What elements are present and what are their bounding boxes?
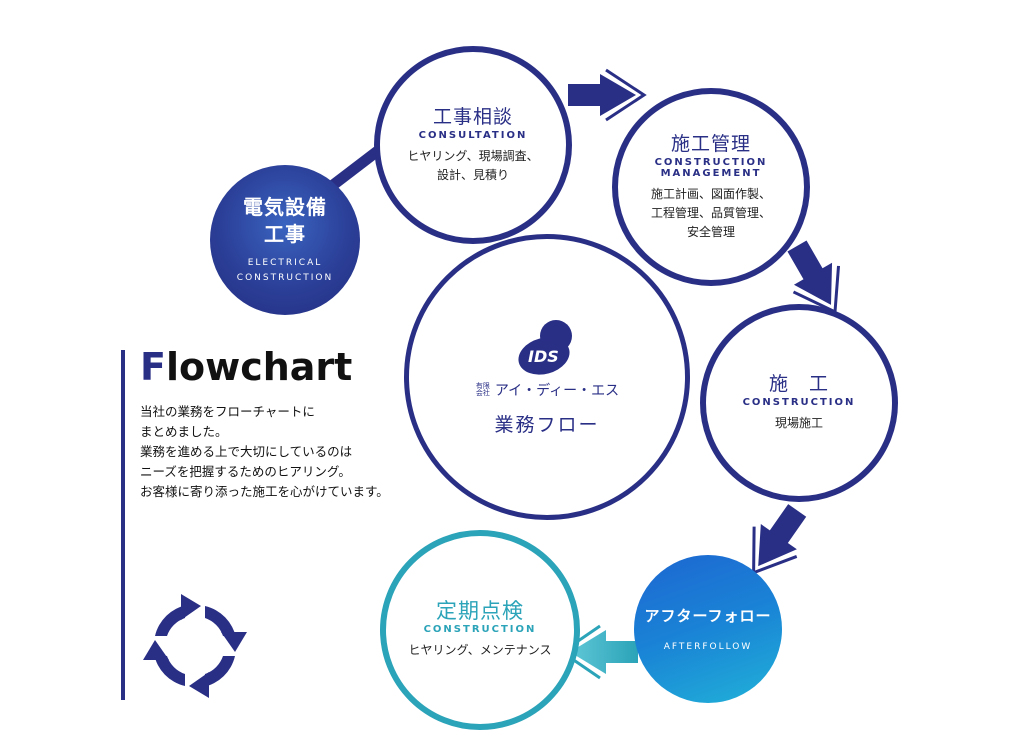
node-center: IDS 有限会社 アイ・ディー・エス 業務フロー [404, 234, 690, 520]
node-title: 施工管理 [670, 132, 751, 155]
title-rest: lowchart [165, 345, 353, 389]
intro-line: お客様に寄り添った施工を心がけています。 [140, 484, 389, 499]
node-subtitle: CONSTRUCTION [654, 156, 768, 168]
node-subtitle: AFTERFOLLOW [663, 642, 753, 652]
node-maintenance: 定期点検 CONSTRUCTION ヒヤリング、メンテナンス [380, 530, 580, 730]
node-title: 工事相談 [432, 105, 513, 128]
desc-line: 工程管理、品質管理、 [650, 205, 771, 220]
node-subtitle: ELECTRICAL [247, 258, 323, 268]
node-description: ヒヤリング、現場調査、 設計、見積り [407, 147, 538, 185]
node-title: 施 工 [768, 373, 829, 395]
intro-line: まとめました。 [140, 424, 228, 439]
cycle-icon [143, 594, 247, 698]
node-afterfollow: アフターフォロー AFTERFOLLOW [634, 555, 782, 703]
node-subtitle: CONSTRUCTION [742, 397, 856, 408]
node-title: アフターフォロー [644, 607, 772, 625]
node-title: 工事 [264, 222, 306, 246]
company-prefix: 有限会社 [475, 381, 490, 397]
desc-line: 施工計画、図面作製、 [650, 186, 771, 201]
node-construction: 施 工 CONSTRUCTION 現場施工 [700, 304, 898, 502]
node-description: 施工計画、図面作製、 工程管理、品質管理、 安全管理 [651, 185, 771, 242]
node-description: 現場施工 [774, 416, 823, 430]
node-title: 定期点検 [436, 599, 524, 623]
node-electrical: 電気設備 工事 ELECTRICAL CONSTRUCTION [210, 165, 360, 315]
intro-line: 業務を進める上で大切にしているのは [140, 444, 353, 459]
intro-line: 当社の業務をフローチャートに [140, 404, 315, 419]
node-consultation: 工事相談 CONSULTATION ヒヤリング、現場調査、 設計、見積り [374, 46, 572, 244]
node-subtitle: CONSULTATION [418, 129, 528, 141]
node-title: 電気設備 [243, 195, 327, 219]
intro-line: ニーズを把握するためのヒアリング。 [140, 464, 351, 479]
node-subtitle: CONSTRUCTION [236, 273, 334, 283]
intro-text: 当社の業務をフローチャートに まとめました。 業務を進める上で大切にしているのは… [140, 402, 440, 502]
company-name-text: アイ・ディー・エス [494, 382, 620, 399]
arrow-right-icon [568, 68, 647, 122]
company-name: 有限会社 アイ・ディー・エス [475, 380, 619, 400]
node-management: 施工管理 CONSTRUCTION MANAGEMENT 施工計画、図面作製、 … [612, 88, 810, 286]
title-initial: F [140, 345, 166, 389]
node-description: ヒヤリング、メンテナンス [408, 643, 552, 657]
company-logo: IDS 有限会社 アイ・ディー・エス [475, 318, 619, 400]
page-title: Flowchart [140, 345, 352, 389]
desc-line: 安全管理 [686, 224, 735, 239]
node-subtitle: MANAGEMENT [660, 167, 762, 179]
ids-logo-icon: IDS [518, 319, 572, 375]
desc-line: 設計、見積り [436, 167, 509, 182]
logo-text: IDS [528, 347, 559, 366]
flow-title: 業務フロー [494, 413, 600, 436]
accent-bar [121, 350, 125, 700]
node-subtitle: CONSTRUCTION [423, 624, 537, 635]
desc-line: ヒヤリング、現場調査、 [407, 148, 539, 163]
